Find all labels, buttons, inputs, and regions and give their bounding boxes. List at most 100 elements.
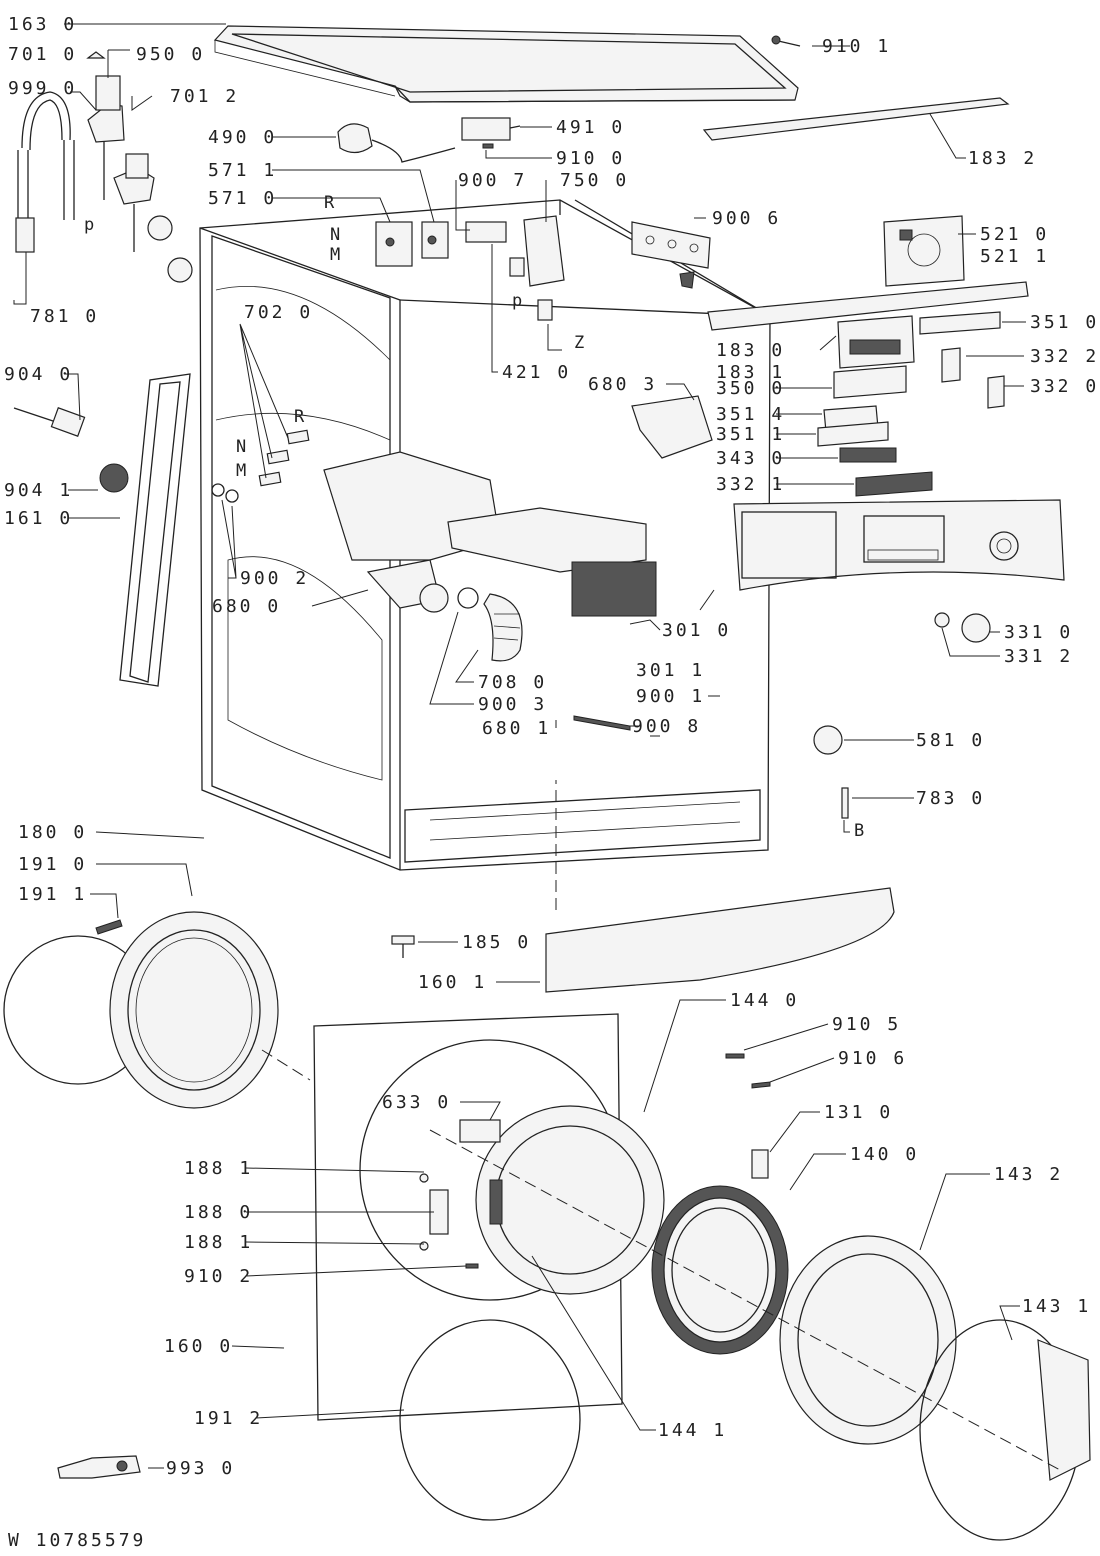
label-331-0: 331 0 — [1004, 622, 1073, 643]
label-490-0: 490 0 — [208, 127, 277, 148]
label-521-1: 521 1 — [980, 246, 1049, 267]
label-950-0: 950 0 — [136, 44, 205, 65]
screw-drawing-910-1 — [771, 35, 801, 47]
label-332-2: 332 2 — [1030, 346, 1099, 367]
label-191-1: 191 1 — [18, 884, 87, 905]
label-680-0: 680 0 — [212, 596, 281, 617]
marker-r-valve: R — [324, 193, 335, 213]
label-301-0: 301 0 — [662, 620, 731, 641]
label-999-0: 999 0 — [8, 78, 77, 99]
label-910-2: 910 2 — [184, 1266, 253, 1287]
label-900-1: 900 1 — [636, 686, 705, 707]
knob-drawing — [934, 612, 991, 643]
cabinet-drawing — [199, 199, 771, 871]
pressure-sensor-drawing — [813, 725, 849, 819]
cap-drawing-950-0 — [86, 51, 106, 59]
label-900-6: 900 6 — [712, 208, 781, 229]
label-140-0: 140 0 — [850, 1144, 919, 1165]
marker-z: Z — [574, 333, 584, 353]
rail-drawing-183-0 — [707, 281, 1029, 331]
assembly-axis-lines — [261, 780, 1061, 1471]
door-frame-drawing — [459, 1105, 665, 1295]
marker-b: B — [854, 821, 864, 841]
pins-drawing-702-0 — [211, 429, 310, 503]
label-781-0: 781 0 — [30, 306, 99, 327]
label-143-2: 143 2 — [994, 1164, 1063, 1185]
label-900-8: 900 8 — [632, 716, 701, 737]
marker-r-pin: R — [294, 407, 305, 427]
label-633-0: 633 0 — [382, 1092, 451, 1113]
label-332-0: 332 0 — [1030, 376, 1099, 397]
label-144-1: 144 1 — [658, 1420, 727, 1441]
label-188-1-lower: 188 1 — [184, 1232, 253, 1253]
label-910-1: 910 1 — [822, 36, 891, 57]
label-188-0: 188 0 — [184, 1202, 253, 1223]
front-screws-drawing — [465, 1053, 771, 1269]
control-panel-drawing — [733, 499, 1065, 591]
inlet-valves-drawing — [375, 221, 449, 267]
drawing-reference-code: W 10785579 — [8, 1530, 146, 1551]
label-910-6: 910 6 — [838, 1048, 907, 1069]
interference-filter-drawing — [461, 117, 521, 149]
label-185-0: 185 0 — [462, 932, 531, 953]
label-183-1: 183 1 — [716, 362, 785, 383]
label-351-1: 351 1 — [716, 424, 785, 445]
label-183-2: 183 2 — [968, 148, 1037, 169]
label-900-3: 900 3 — [478, 694, 547, 715]
door-key-drawing — [57, 1455, 141, 1479]
label-351-0: 351 0 — [1030, 312, 1099, 333]
label-331-2: 331 2 — [1004, 646, 1073, 667]
label-904-0: 904 0 — [4, 364, 73, 385]
label-191-2: 191 2 — [194, 1408, 263, 1429]
marker-p-switch: p — [512, 291, 522, 311]
label-144-0: 144 0 — [730, 990, 799, 1011]
part-drawing-680-3 — [631, 395, 713, 459]
letter-markers: p R N M p Z R N M B — [84, 193, 864, 841]
label-910-0: 910 0 — [556, 148, 625, 169]
label-783-0: 783 0 — [916, 788, 985, 809]
pump-filter-drawing — [13, 407, 129, 493]
detergent-drawer-drawing — [447, 507, 657, 617]
gasket-frame-drawing — [119, 373, 191, 687]
label-680-1: 680 1 — [482, 718, 551, 739]
label-180-0: 180 0 — [18, 822, 87, 843]
label-571-1: 571 1 — [208, 160, 277, 181]
power-cord-drawing — [337, 123, 456, 163]
marker-m-valve: M — [330, 245, 340, 265]
door-gasket-drawing — [3, 911, 279, 1109]
label-163-0: 163 0 — [8, 14, 77, 35]
marker-m-pin: M — [236, 461, 246, 481]
label-131-0: 131 0 — [824, 1102, 893, 1123]
label-183-0: 183 0 — [716, 340, 785, 361]
rail-drawing-183-2 — [702, 97, 1010, 141]
bracket-drawing-900-6 — [631, 221, 711, 289]
label-421-0: 421 0 — [502, 362, 571, 383]
door-glass-drawing — [919, 1319, 1091, 1541]
outer-door-drawing — [779, 1235, 957, 1445]
label-143-1: 143 1 — [1022, 1296, 1091, 1317]
bellow-hose-drawing — [457, 587, 523, 662]
inner-door-drawing — [651, 1185, 789, 1355]
label-702-0: 702 0 — [244, 302, 313, 323]
sensor-drawing-900-7 — [465, 221, 507, 243]
part-labels: 163 0 701 0 950 0 999 0 701 2 910 1 490 … — [4, 14, 1099, 1479]
label-188-1-upper: 188 1 — [184, 1158, 253, 1179]
marker-n-valve: N — [330, 225, 340, 245]
kickplate-drawing — [545, 887, 895, 993]
label-191-0: 191 0 — [18, 854, 87, 875]
foot-drawing — [391, 935, 415, 958]
label-351-4: 351 4 — [716, 404, 785, 425]
label-708-0: 708 0 — [478, 672, 547, 693]
label-301-1: 301 1 — [636, 660, 705, 681]
label-521-0: 521 0 — [980, 224, 1049, 245]
marker-n-pin: N — [236, 437, 246, 457]
inlet-hoses-drawing — [15, 75, 193, 283]
top-cover-drawing — [213, 25, 799, 103]
label-750-0: 750 0 — [560, 170, 629, 191]
label-350-0: 350 0 — [716, 378, 785, 399]
label-680-3: 680 3 — [588, 374, 657, 395]
label-160-1: 160 1 — [418, 972, 487, 993]
label-900-7: 900 7 — [458, 170, 527, 191]
control-board-drawing — [883, 215, 965, 287]
